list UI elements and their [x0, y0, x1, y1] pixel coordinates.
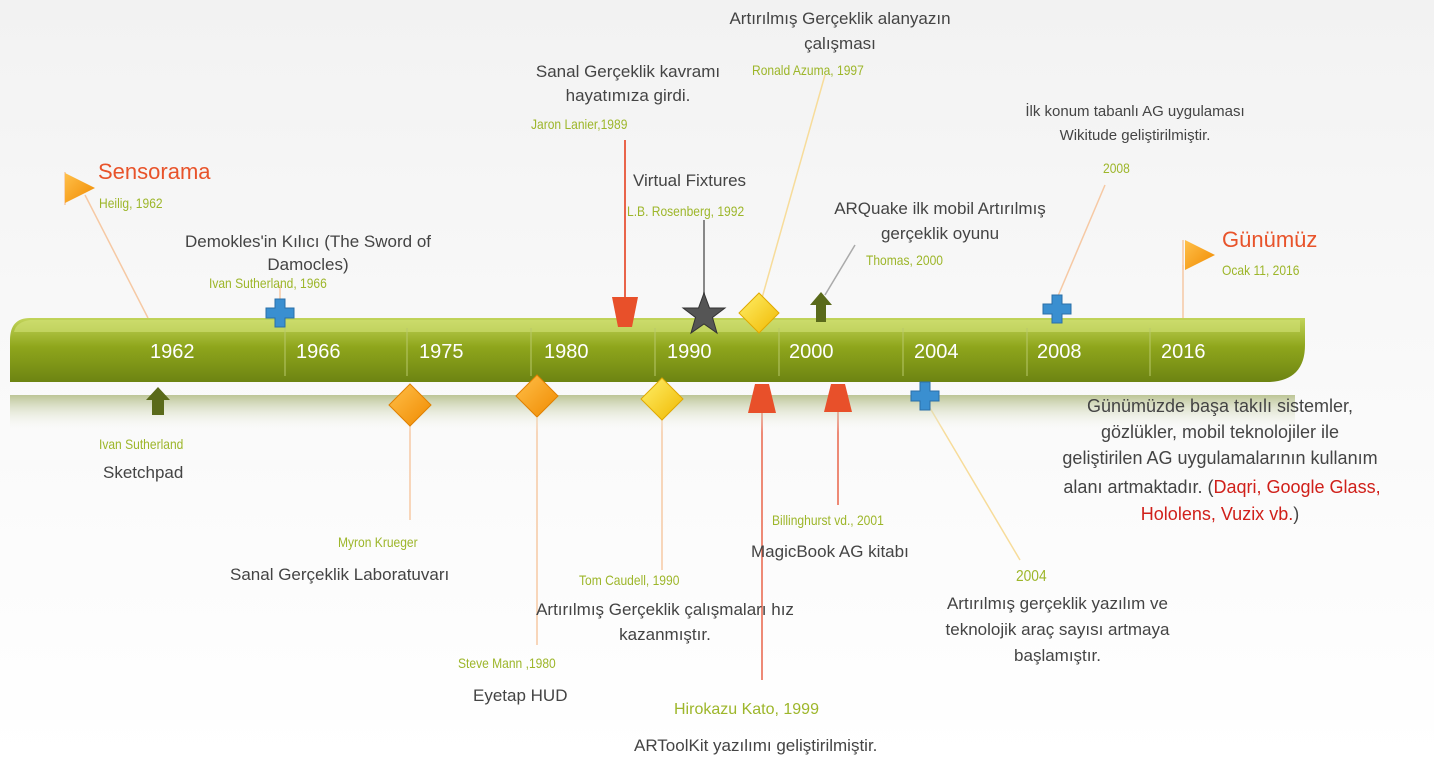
event-description: hayatımıza girdi. — [565, 86, 691, 105]
event-description: alanı artmaktadır. (Daqri, Google Glass, — [1015, 477, 1429, 499]
connector-lines — [84, 74, 1184, 680]
cross-marker-icon — [1042, 294, 1072, 324]
star-marker-icon — [681, 291, 727, 335]
event-description: Artırılmış Gerçeklik çalışmaları hız — [536, 600, 794, 619]
year-label-1966: 1966 — [296, 341, 341, 363]
arrow-up-marker-icon — [810, 292, 832, 322]
event-description: gerçeklik oyunu — [880, 224, 1000, 243]
event-description: İlk konum tabanlı AG uygulaması — [1025, 103, 1245, 120]
event-person: Steve Mann ,1980 — [458, 655, 556, 671]
event-person: Hirokazu Kato, 1999 — [674, 701, 819, 718]
diamond-marker-icon — [515, 374, 559, 418]
event-person: Ivan Sutherland, 1966 — [209, 275, 327, 291]
event-description: Günümüzde başa takılı sistemler, — [1086, 396, 1354, 416]
event-description: kazanmıştır. — [619, 625, 711, 644]
year-label-1990: 1990 — [667, 341, 712, 363]
event-person: 2004 — [1016, 568, 1047, 585]
year-dividers — [284, 328, 1151, 376]
event-person: Myron Krueger — [338, 534, 418, 550]
year-label-2004: 2004 — [914, 341, 959, 363]
event-description: Eyetap HUD — [473, 686, 568, 705]
end-flag-icon — [1182, 240, 1215, 270]
cross-marker-icon — [910, 381, 940, 411]
diamond-marker-icon — [388, 383, 432, 427]
event-description: Sanal Gerçeklik kavramı — [535, 62, 721, 81]
event-person: L.B. Rosenberg, 1992 — [627, 203, 745, 219]
event-description-text: alanı artmaktadır. ( — [1063, 477, 1214, 497]
event-person: Ivan Sutherland — [99, 436, 184, 452]
diamond-marker-icon — [640, 377, 684, 421]
end-title: Günümüz — [1222, 227, 1318, 252]
event-description-text: ) — [1293, 504, 1300, 524]
event-description: MagicBook AG kitabı — [751, 542, 909, 561]
year-label-1975: 1975 — [419, 341, 464, 363]
event-person: Billinghurst vd., 2001 — [772, 512, 884, 528]
event-description: Hololens, Vuzix vb.) — [1015, 504, 1425, 526]
start-subtitle: Heilig, 1962 — [99, 195, 163, 211]
event-description: Wikitude geliştirilmiştir. — [1059, 127, 1211, 144]
event-description: başlamıştır. — [1014, 646, 1101, 665]
event-description: gözlükler, mobil teknolojiler ile — [1100, 422, 1340, 442]
product-list: Hololens, Vuzix vb. — [1140, 504, 1294, 524]
end-subtitle: Ocak 11, 2016 — [1222, 262, 1300, 278]
event-person: Thomas, 2000 — [866, 252, 943, 268]
event-description: çalışması — [804, 34, 876, 53]
product-list: Daqri, Google Glass, — [1213, 477, 1381, 497]
event-description: geliştirilen AG uygulamalarının kullanım — [1062, 448, 1378, 468]
event-description: Damocles) — [267, 255, 349, 274]
year-label-2000: 2000 — [789, 341, 834, 363]
event-description: Artırılmış Gerçeklik alanyazın — [729, 9, 951, 28]
timeline-bar — [10, 318, 1305, 382]
event-description: Sketchpad — [103, 463, 184, 482]
event-description: Demokles'in Kılıcı (The Sword of — [184, 232, 432, 251]
trapezoid-marker-icon — [824, 384, 852, 412]
year-label-1980: 1980 — [544, 341, 589, 363]
event-description: teknolojik araç sayısı artmaya — [945, 620, 1170, 639]
trapezoid-marker-icon — [748, 384, 776, 413]
year-label-1962: 1962 — [150, 341, 195, 363]
trapezoid-marker-icon — [612, 297, 638, 327]
start-flag-icon — [64, 172, 95, 205]
event-description: Virtual Fixtures — [633, 171, 747, 190]
start-title: Sensorama — [98, 159, 211, 184]
event-description: Artırılmış gerçeklik yazılım ve — [946, 594, 1169, 613]
year-label-2008: 2008 — [1037, 341, 1082, 363]
event-description: ARToolKit yazılımı geliştirilmiştir. — [634, 736, 878, 755]
year-label-2016: 2016 — [1161, 341, 1206, 363]
event-description: ARQuake ilk mobil Artırılmış — [834, 199, 1046, 218]
event-person: Ronald Azuma, 1997 — [752, 62, 864, 78]
event-description: Sanal Gerçeklik Laboratuvarı — [230, 565, 450, 584]
diamond-marker-icon — [738, 292, 780, 334]
cross-marker-icon — [265, 298, 295, 328]
event-person: Jaron Lanier,1989 — [531, 116, 628, 132]
event-person: Tom Caudell, 1990 — [579, 572, 680, 588]
arrow-up-marker-icon — [146, 387, 170, 415]
timeline-bar-highlight — [14, 320, 1300, 332]
event-person: 2008 — [1103, 160, 1130, 176]
